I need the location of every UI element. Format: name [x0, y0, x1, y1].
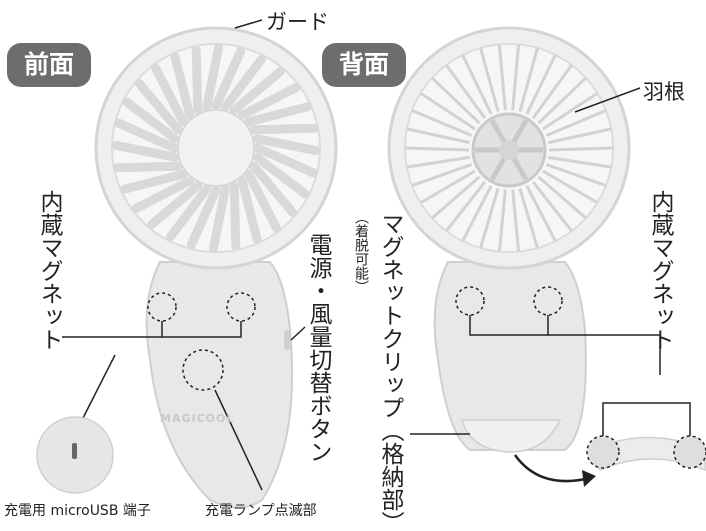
back-guard-spoke	[542, 169, 599, 205]
front-magnet-left	[147, 292, 177, 322]
back-guard-spoke	[545, 109, 607, 137]
back-guard-spoke	[511, 44, 521, 111]
back-magnet-right	[533, 286, 563, 316]
front-guard-rib	[244, 169, 281, 233]
back-guard-spoke	[548, 146, 614, 152]
product-logo: MAGICOOL	[160, 412, 235, 425]
front-guard-rib	[151, 63, 188, 127]
back-guard-spoke	[431, 76, 481, 125]
front-guard-rib	[249, 161, 298, 217]
back-guard-spoke	[411, 163, 473, 187]
back-guard-spoke	[404, 146, 470, 152]
back-guard-spoke	[479, 47, 500, 112]
back-guard-spoke	[411, 109, 473, 137]
front-guard-rib	[131, 176, 195, 213]
usb-port-label: 充電用 microUSB 端子	[4, 503, 151, 519]
back-guard-spoke	[497, 44, 507, 111]
front-guard-rib	[202, 43, 224, 112]
back-fan	[387, 26, 706, 487]
front-guard-rib	[229, 181, 241, 251]
back-guard-spoke	[545, 163, 607, 187]
back-guard-spoke	[518, 47, 539, 112]
back-guard-spoke	[497, 189, 507, 252]
front-guard-rib	[147, 181, 203, 230]
back-guard-spoke	[419, 91, 476, 131]
magnet-front-label: 内蔵マグネット	[36, 190, 62, 351]
detach-arrow	[513, 454, 591, 483]
front-fan	[36, 19, 338, 509]
front-guard-rib	[191, 45, 203, 115]
front-guard-rib	[220, 54, 267, 112]
back-guard-spoke	[525, 185, 557, 242]
front-guard-rib	[134, 79, 183, 135]
front-handle	[145, 261, 294, 509]
back-guard-spoke	[431, 175, 481, 220]
back-guard-spoke	[461, 185, 493, 242]
clip-storage	[461, 419, 562, 453]
front-guard-rib	[249, 123, 319, 135]
front-guard-rib	[114, 118, 179, 153]
back-guard-spoke	[542, 91, 599, 131]
back-guard-spoke	[511, 189, 521, 252]
back-guard-spoke	[537, 76, 587, 125]
front-guard-rib	[237, 176, 262, 244]
front-guard-rib	[170, 52, 195, 120]
back-guard-spoke	[518, 188, 539, 249]
front-guard-rib	[120, 169, 188, 194]
back-guard-spoke	[445, 64, 487, 119]
front-guard-rib	[229, 66, 285, 115]
front-hub	[177, 109, 255, 187]
front-guard-rib	[165, 184, 212, 242]
front-magnet-right	[226, 292, 256, 322]
back-guard-spoke	[419, 169, 476, 205]
back-guard-spoke	[531, 64, 573, 119]
charge-lamp-marker	[182, 349, 224, 391]
back-guard-spoke	[548, 155, 612, 169]
power-button-nub	[284, 330, 291, 350]
front-guard-rib	[252, 152, 310, 199]
front-guard-rib	[208, 184, 230, 253]
front-guard-rib	[253, 143, 318, 178]
badge-back: 背面	[322, 43, 406, 87]
front-guard-rib	[211, 46, 246, 111]
back-guard-spoke	[525, 54, 557, 115]
front-guard-rib	[111, 140, 180, 162]
back-magnet-left	[455, 286, 485, 316]
guard-label: ガード	[266, 10, 329, 34]
front-guard-rib	[122, 97, 180, 144]
clip-label: マグネットクリップ（格納部）	[377, 212, 403, 531]
detachable-label: （着脱可能）	[353, 210, 369, 294]
magnet-back-label: 内蔵マグネット	[647, 190, 673, 351]
back-guard-spoke	[406, 127, 471, 145]
back-guard-spoke	[479, 188, 500, 249]
power-button-label: 電源・風量切替ボタン	[305, 233, 331, 463]
front-guard-rib	[186, 185, 221, 250]
front-guard-rib	[237, 83, 301, 120]
back-guard-spoke	[445, 180, 487, 232]
front-guard-rib	[252, 134, 321, 156]
detached-clip	[586, 435, 706, 472]
front-guard-rib	[113, 161, 183, 173]
back-guard-spoke	[547, 127, 612, 145]
back-guard-spoke	[537, 175, 587, 220]
usb-port	[72, 443, 77, 459]
back-guard-spoke	[461, 54, 493, 115]
back-guard-spoke	[531, 180, 573, 232]
badge-front: 前面	[7, 43, 91, 87]
back-guard-spoke	[406, 155, 470, 169]
front-guard-rib	[244, 102, 312, 127]
lamp-label: 充電ランプ点滅部	[205, 503, 317, 519]
blade-label: 羽根	[643, 80, 685, 104]
